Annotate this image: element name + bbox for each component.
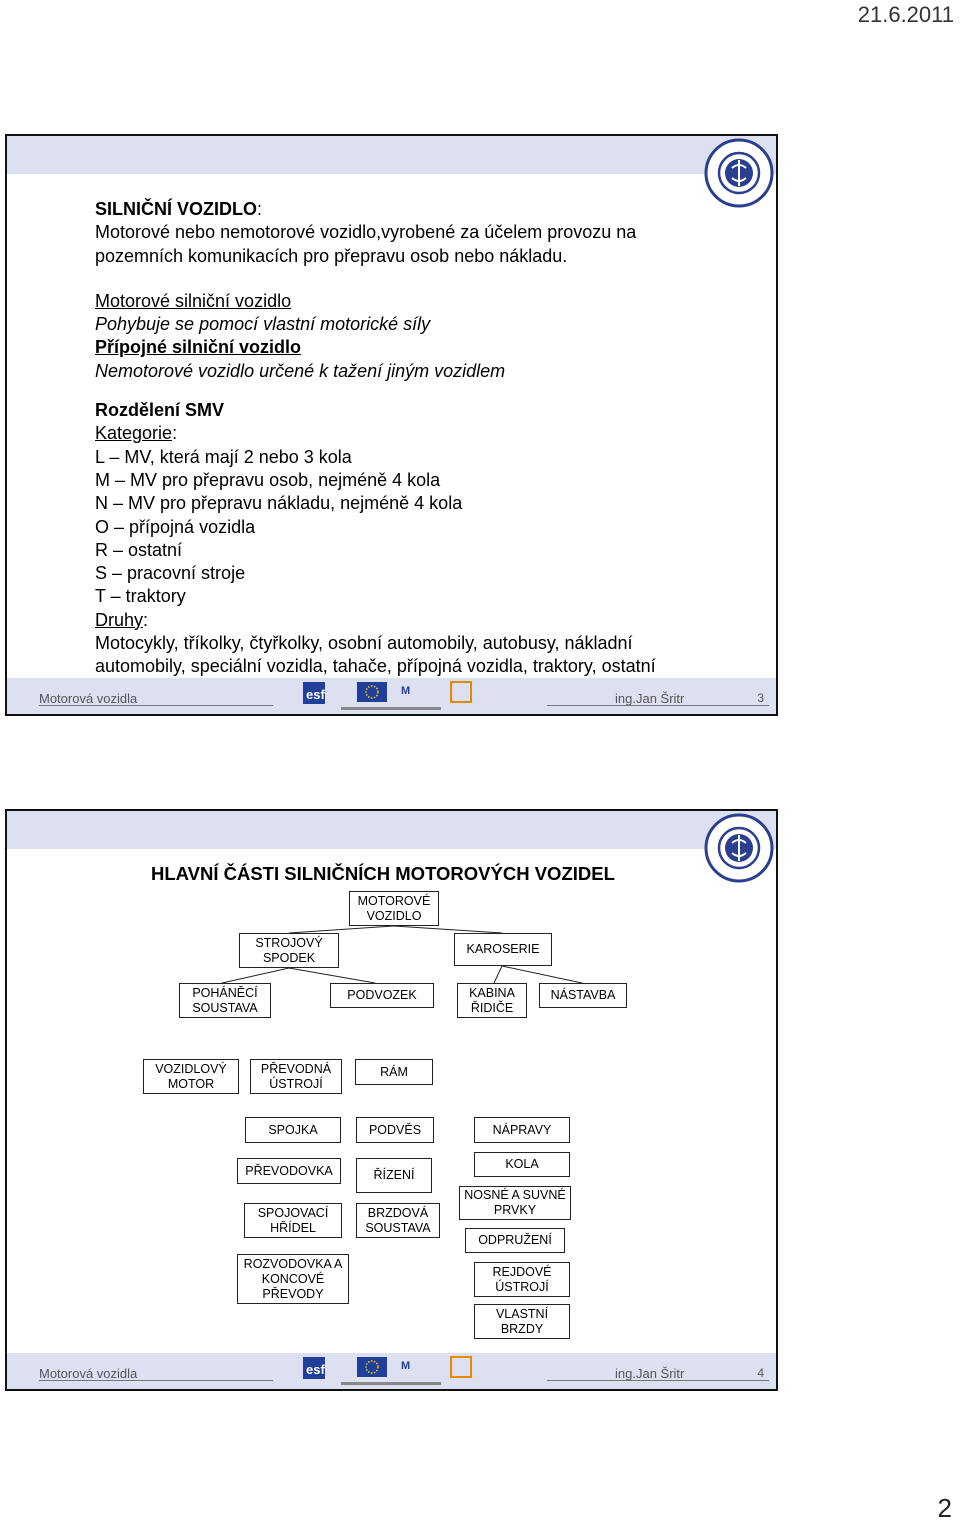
categories-label: Kategorie	[95, 423, 173, 444]
towed-vehicle-heading: Přípojné silniční vozidlo	[95, 337, 302, 358]
box-kabina-ridice: KABINA ŘIDIČE	[457, 983, 527, 1018]
box-ram: RÁM	[355, 1059, 433, 1085]
box-spojovaci-hridel: SPOJOVACÍ HŘÍDEL	[244, 1203, 342, 1238]
school-logo-icon	[704, 813, 774, 883]
category-item: N – MV pro přepravu nákladu, nejméně 4 k…	[95, 493, 463, 514]
footer-subject: Motorová vozidla	[39, 691, 138, 706]
division-heading: Rozdělení SMV	[95, 400, 225, 421]
box-kola: KOLA	[474, 1152, 570, 1177]
footer-subject: Motorová vozidla	[39, 1366, 138, 1381]
school-logo-icon	[704, 138, 774, 208]
definition-line-2: pozemních komunikacích pro přepravu osob…	[95, 245, 568, 266]
box-nosne-prvky: NOSNÉ A SUVNÉ PRVKY	[459, 1186, 571, 1220]
box-pohaneci-soustava: POHÁNĚCÍ SOUSTAVA	[179, 983, 271, 1018]
slide-header-band	[7, 136, 776, 174]
box-prevodovka: PŘEVODOVKA	[237, 1158, 341, 1184]
definition-title: SILNIČNÍ VOZIDLO	[95, 199, 257, 219]
footer-rule-left	[39, 705, 273, 706]
footer-author: ing.Jan Šritr	[615, 691, 685, 706]
categories-colon: :	[172, 423, 178, 444]
footer-rule-left	[39, 1380, 273, 1381]
box-motorove-vozidlo: MOTOROVÉ VOZIDLO	[349, 891, 439, 926]
definition-line-1: Motorové nebo nemotorové vozidlo,vyroben…	[95, 222, 637, 243]
towed-vehicle-desc: Nemotorové vozidlo určené k tažení jiným…	[95, 360, 506, 381]
category-item: M – MV pro přepravu osob, nejméně 4 kola	[95, 469, 441, 490]
types-label: Druhy	[95, 609, 144, 630]
category-item: T – traktory	[95, 586, 186, 607]
category-item: O – přípojná vozidla	[95, 516, 256, 537]
category-item: R – ostatní	[95, 539, 183, 560]
slide-structure-diagram: HLAVNÍ ČÁSTI SILNIČNÍCH MOTOROVÝCH VOZID…	[5, 809, 778, 1391]
box-odpruzeni: ODPRUŽENÍ	[465, 1228, 565, 1253]
box-prevodna-ustroji: PŘEVODNÁ ÚSTROJÍ	[250, 1059, 342, 1094]
box-spojka: SPOJKA	[245, 1117, 341, 1143]
box-rizeni: ŘÍZENÍ	[356, 1158, 432, 1193]
category-item: S – pracovní stroje	[95, 563, 246, 584]
slide-number: 3	[757, 691, 764, 705]
box-strojovy-spodek: STROJOVÝ SPODEK	[239, 933, 339, 968]
svg-text:esf: esf	[306, 687, 325, 702]
diagram-title: HLAVNÍ ČÁSTI SILNIČNÍCH MOTOROVÝCH VOZID…	[151, 863, 615, 884]
page-date: 21.6.2011	[857, 2, 954, 27]
box-karoserie: KAROSERIE	[454, 933, 552, 966]
box-podvozek: PODVOZEK	[330, 983, 434, 1008]
title-colon: :	[257, 199, 263, 219]
types-line-1: Motocykly, tříkolky, čtyřkolky, osobní a…	[95, 633, 633, 654]
box-napravy: NÁPRAVY	[474, 1117, 570, 1143]
svg-text:M: M	[401, 1360, 410, 1372]
types-line-2: automobily, speciální vozidla, tahače, p…	[95, 656, 656, 677]
box-nastavba: NÁSTAVBA	[539, 983, 627, 1008]
category-item: L – MV, která mají 2 nebo 3 kola	[95, 446, 352, 467]
box-vlastni-brzdy: VLASTNÍ BRZDY	[474, 1304, 570, 1339]
diagram-connectors	[221, 925, 583, 984]
box-podves: PODVĚS	[356, 1117, 434, 1143]
svg-text:M: M	[401, 685, 410, 697]
svg-text:esf: esf	[306, 1362, 325, 1377]
footer-rule-right	[547, 1380, 769, 1381]
footer-rule-right	[547, 705, 769, 706]
slide-number: 4	[757, 1366, 764, 1380]
slide-definitions: SILNIČNÍ VOZIDLO: Motorové nebo nemotoro…	[5, 134, 778, 716]
motor-vehicle-heading: Motorové silniční vozidlo	[95, 290, 292, 311]
box-rejdove-ustroji: REJDOVÉ ÚSTROJÍ	[474, 1262, 570, 1297]
sponsor-logos-icon: esf M	[303, 681, 472, 710]
footer-author: ing.Jan Šritr	[615, 1366, 685, 1381]
slide-header-band	[7, 811, 776, 849]
page-number: 2	[937, 1493, 952, 1523]
box-vozidlovy-motor: VOZIDLOVÝ MOTOR	[143, 1059, 239, 1094]
motor-vehicle-desc: Pohybuje se pomocí vlastní motorické síl…	[95, 314, 431, 335]
sponsor-logos-icon: esf M	[303, 1356, 472, 1385]
types-colon: :	[143, 609, 149, 630]
box-brzdova-soustava: BRZDOVÁ SOUSTAVA	[356, 1203, 440, 1238]
box-rozvodovka: ROZVODOVKA A KONCOVÉ PŘEVODY	[237, 1254, 349, 1304]
definitions-text: SILNIČNÍ VOZIDLO: Motorové nebo nemotoro…	[95, 198, 755, 679]
